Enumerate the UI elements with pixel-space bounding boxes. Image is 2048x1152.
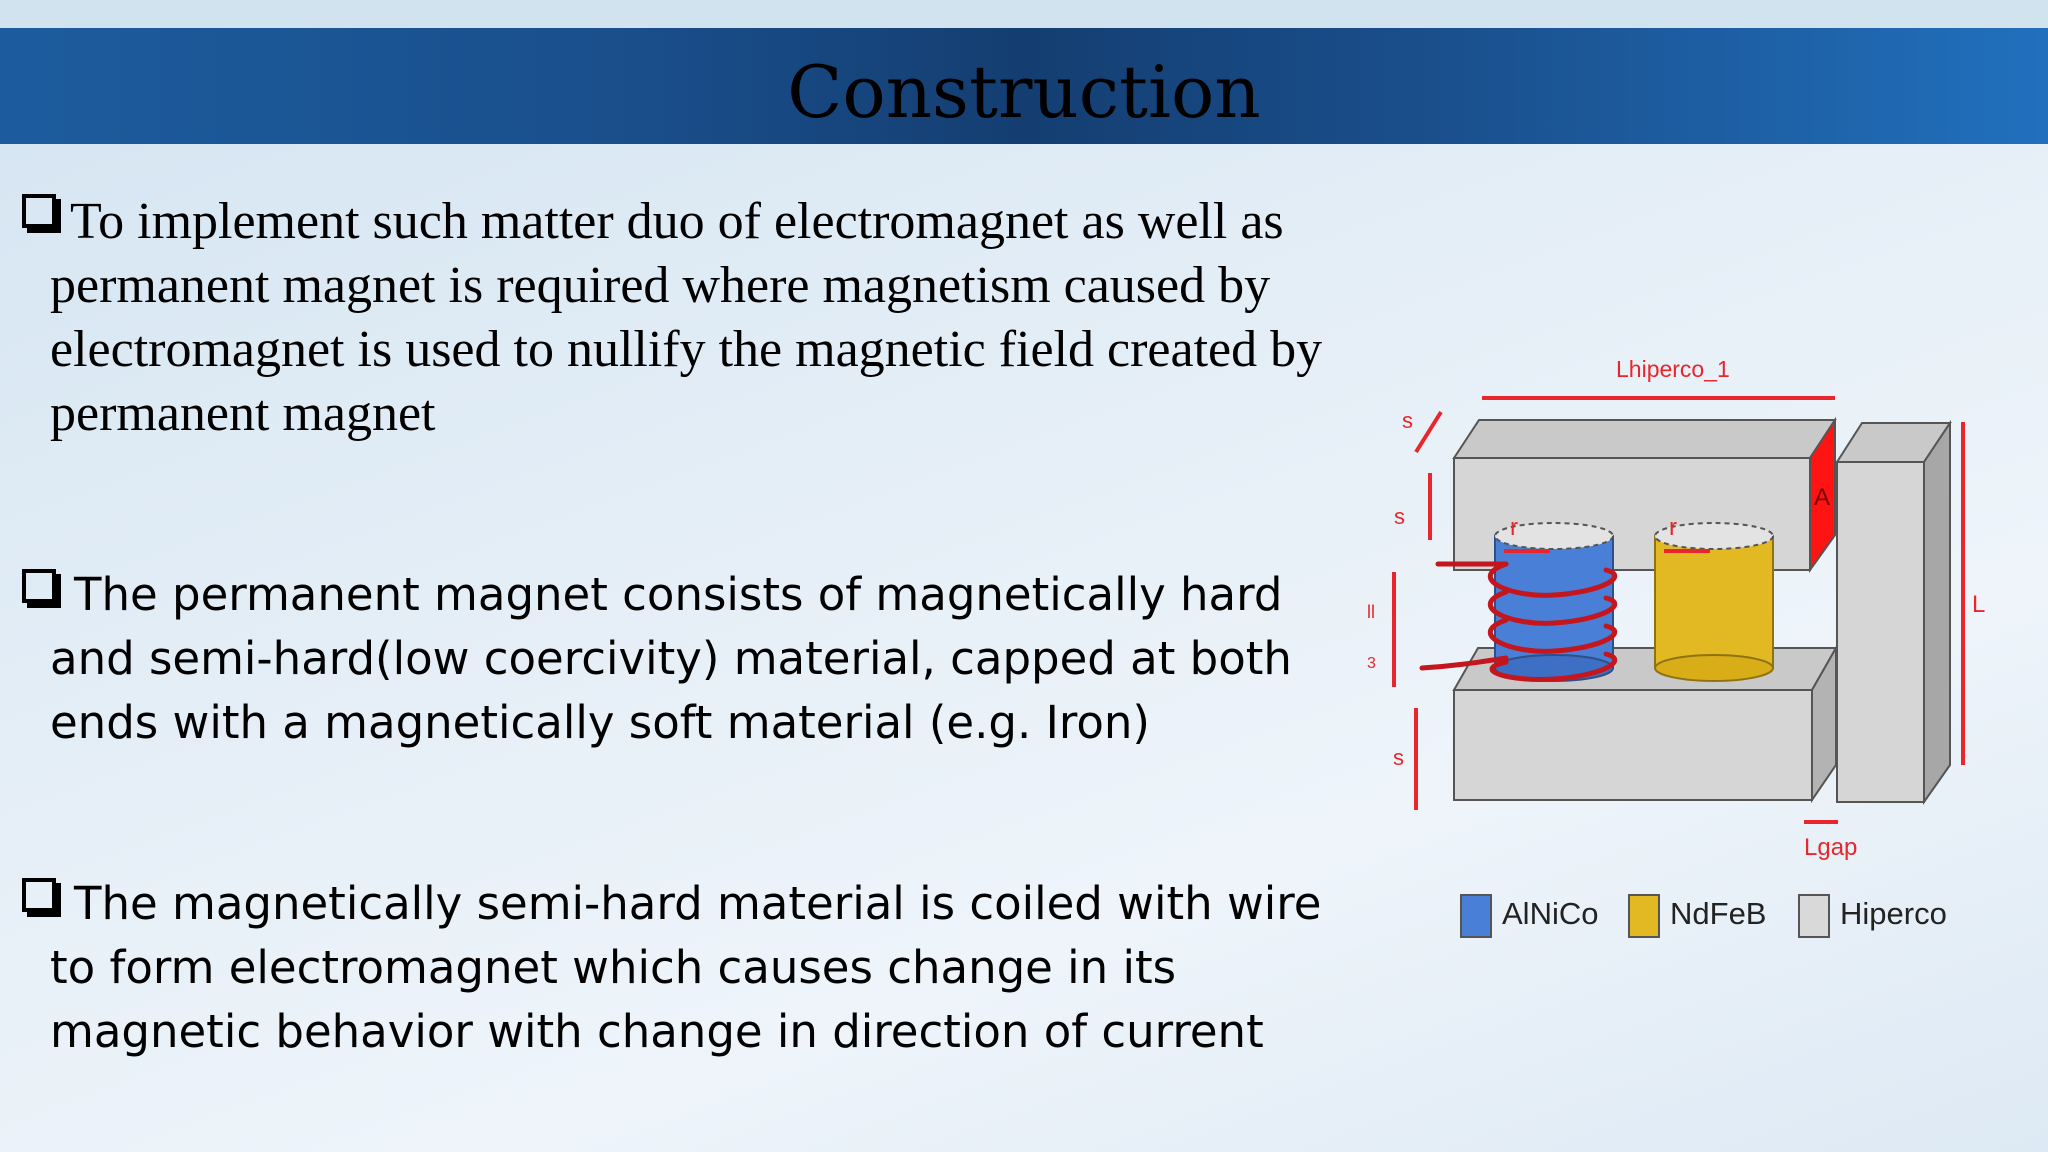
bullet-text-1: To implement such matter duo of electrom…: [50, 193, 1323, 442]
label-a: A: [1814, 484, 1830, 511]
legend-label-alnico: AlNiCo: [1502, 896, 1599, 931]
label-l: L: [1972, 591, 1985, 618]
label-mid-mark: ll: [1367, 602, 1375, 622]
magnet-construction-diagram: Lhiperco_1 s s ll 3 s A L r r Lgap: [1367, 356, 1985, 861]
bullet-item-2: The permanent magnet consists of magneti…: [18, 563, 1358, 755]
top-strip: [0, 0, 2048, 28]
checkbox-bullet-icon: [22, 194, 56, 228]
bottom-cap-front-face: [1453, 689, 1813, 801]
checkbox-bullet-icon: [22, 569, 56, 603]
bullet-text-3: The magnetically semi-hard material is c…: [50, 877, 1322, 1058]
right-pillar-side-face: [1923, 419, 1951, 806]
alnico-cylinder-top: [1494, 522, 1614, 550]
legend-swatch-hiperco: [1798, 894, 1830, 938]
label-s-top: s: [1402, 408, 1413, 433]
title-bar: [0, 28, 2048, 144]
legend-label-ndfeb: NdFeB: [1670, 896, 1767, 931]
ndfeb-cylinder-bottom: [1654, 654, 1774, 682]
label-l-gap: Lgap: [1804, 834, 1857, 861]
slide-title: Construction: [787, 50, 1261, 134]
legend-swatch-alnico: [1460, 894, 1492, 938]
label-r-left: r: [1510, 514, 1518, 541]
depth-dimension-line: [1414, 410, 1443, 454]
coil-lead-out: [1419, 655, 1509, 671]
coil-turns: [1487, 561, 1618, 682]
ndfeb-cylinder-top: [1654, 522, 1774, 550]
label-mid-mark-small: 3: [1367, 655, 1376, 672]
legend-swatch-ndfeb: [1628, 894, 1660, 938]
bullet-item-1: To implement such matter duo of electrom…: [18, 190, 1358, 446]
bullet-item-3: The magnetically semi-hard material is c…: [18, 872, 1358, 1064]
ndfeb-cylinder-body: [1654, 535, 1774, 669]
legend-label-hiperco: Hiperco: [1840, 896, 1947, 931]
top-cap-side-face-a: [1809, 416, 1836, 574]
top-cap-top-face: [1452, 419, 1837, 459]
label-s-upper: s: [1394, 504, 1405, 529]
bullet-text-2: The permanent magnet consists of magneti…: [50, 568, 1292, 749]
right-pillar-front-face: [1836, 461, 1925, 803]
label-r-right: r: [1669, 514, 1677, 541]
label-l-hiperco-1: Lhiperco_1: [1616, 356, 1730, 382]
label-s-lower: s: [1393, 745, 1404, 770]
checkbox-bullet-icon: [22, 878, 56, 912]
